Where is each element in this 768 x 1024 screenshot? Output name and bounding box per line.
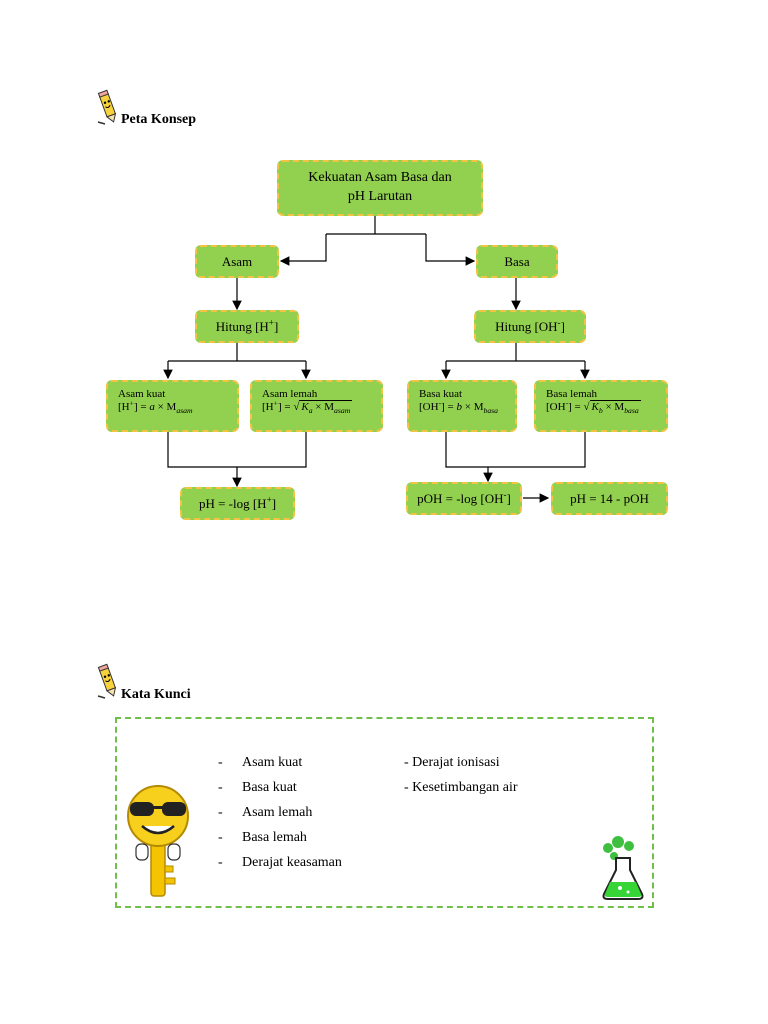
list-item: -Asam lemah bbox=[218, 805, 313, 820]
kata-kunci-heading: Kata Kunci bbox=[121, 687, 191, 702]
pencil-mascot-icon bbox=[97, 89, 117, 125]
poh-label: pOH = -log [OH-] bbox=[417, 489, 511, 506]
list-item: - Kesetimbangan air bbox=[404, 780, 518, 795]
asam-lemah-title: Asam lemah bbox=[262, 388, 318, 400]
hitung-oh-node: Hitung [OH-] bbox=[474, 310, 586, 343]
keyword-list-2: - Derajat ionisasi - Kesetimbangan air bbox=[404, 750, 518, 800]
flask-icon bbox=[602, 836, 644, 900]
basa-kuat-node: Basa kuat [OH-] = b × Mbasa bbox=[407, 380, 517, 432]
list-item: -Asam kuat bbox=[218, 755, 303, 770]
asam-kuat-formula: [H+] = a × Masam bbox=[118, 398, 193, 416]
hitung-oh-label: Hitung [OH-] bbox=[495, 317, 565, 334]
list-item: -Derajat keasaman bbox=[218, 855, 342, 870]
ph14-label: pH = 14 - pOH bbox=[570, 490, 649, 506]
list-item: - Derajat ionisasi bbox=[404, 755, 500, 770]
ph-node: pH = -log [H+] bbox=[180, 487, 295, 520]
kata-kunci-frame bbox=[115, 717, 654, 908]
basa-node: Basa bbox=[476, 245, 558, 278]
root-node: Kekuatan Asam Basa dan pH Larutan bbox=[277, 160, 483, 216]
list-item: -Basa lemah bbox=[218, 830, 307, 845]
asam-node: Asam bbox=[195, 245, 279, 278]
root-line-2: pH Larutan bbox=[347, 189, 413, 204]
hitung-h-label: Hitung [H+] bbox=[215, 317, 279, 334]
asam-lemah-node: Asam lemah [H+] = √Ka × Masam bbox=[250, 380, 383, 432]
peta-konsep-heading: Peta Konsep bbox=[121, 112, 197, 127]
root-line-1: Kekuatan Asam Basa dan bbox=[308, 170, 452, 186]
hitung-h-node: Hitung [H+] bbox=[195, 310, 299, 343]
ph14-node: pH = 14 - pOH bbox=[551, 482, 668, 515]
basa-lemah-title: Basa lemah bbox=[546, 388, 598, 400]
asam-label: Asam bbox=[221, 253, 253, 269]
basa-lemah-formula: [OH-] = √Kb × Mbasa bbox=[546, 398, 641, 416]
basa-kuat-formula: [OH-] = b × Mbasa bbox=[419, 398, 499, 416]
key-mascot-icon bbox=[127, 785, 189, 897]
basa-kuat-title: Basa kuat bbox=[419, 388, 463, 400]
pencil-mascot-icon bbox=[97, 663, 117, 699]
asam-kuat-node: Asam kuat [H+] = a × Masam bbox=[106, 380, 239, 432]
asam-lemah-formula: [H+] = √Ka × Masam bbox=[262, 398, 353, 416]
ph-label: pH = -log [H+] bbox=[198, 494, 277, 511]
basa-lemah-node: Basa lemah [OH-] = √Kb × Mbasa bbox=[534, 380, 668, 432]
list-item: -Basa kuat bbox=[218, 780, 297, 795]
poh-node: pOH = -log [OH-] bbox=[406, 482, 522, 515]
keyword-list-1: -Asam kuat -Basa kuat -Asam lemah -Basa … bbox=[218, 750, 342, 875]
basa-label: Basa bbox=[504, 253, 530, 269]
asam-kuat-title: Asam kuat bbox=[118, 388, 166, 400]
